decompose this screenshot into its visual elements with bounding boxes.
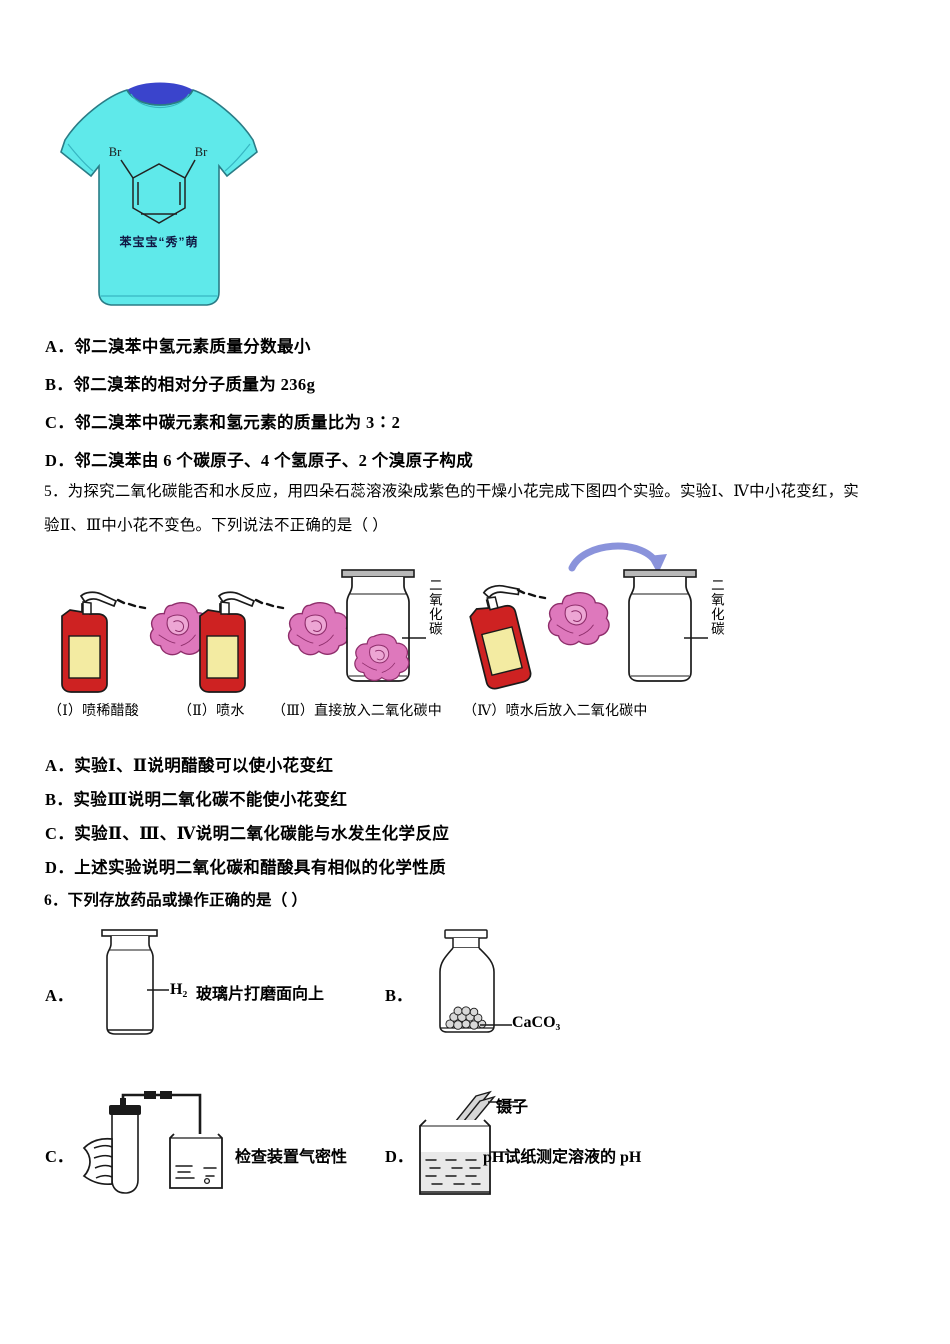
bubble [203, 1177, 211, 1185]
reagent-bottle-body [439, 947, 495, 1033]
shirt-sleeve-hem-right [224, 143, 251, 172]
transfer-arrow [568, 542, 667, 574]
q5-stem-text-2: 验Ⅱ、Ⅲ中小花不变色。下列说法不正确的是（ ） [44, 517, 388, 534]
q5-experiment-figure: 二氧化碳 [44, 540, 724, 693]
q5-caption-3: （Ⅲ）直接放入二氧化碳中 [272, 704, 442, 719]
gas-jar-4 [623, 569, 708, 682]
bottle-neck [452, 938, 480, 949]
q6-option-a-leader-label: H₂ [170, 981, 188, 998]
q5-caption-1: （Ⅰ）喷稀醋酸 [48, 704, 139, 719]
shirt-sleeve-hem-left [67, 143, 94, 172]
beaker [169, 1133, 223, 1189]
q6-option-b-figure [420, 928, 540, 1043]
flower-2 [287, 602, 350, 656]
q4-option-c-text: 邻二溴苯中碳元素和氢元素的质量比为 3∶2 [74, 413, 401, 432]
q5-stem-line2: 验Ⅱ、Ⅲ中小花不变色。下列说法不正确的是（ ） [44, 513, 388, 535]
q6-option-a-figure [85, 928, 185, 1038]
glass-plate [101, 929, 158, 937]
q4-option-b-text: 邻二溴苯的相对分子质量为 236g [73, 375, 316, 394]
spray-mist-4 [516, 588, 547, 600]
q5-option-c: C．实验Ⅱ、Ⅲ、Ⅳ说明二氧化碳能与水发生化学反应 [45, 820, 449, 844]
q6-stem: 6．下列存放药品或操作正确的是（ ） [44, 888, 307, 910]
q4-option-b-letter: B． [45, 375, 74, 394]
q6-stem-text: 下列存放药品或操作正确的是（ ） [67, 892, 308, 909]
shirt-body [60, 89, 258, 306]
shirt-slogan: 苯宝宝“秀”萌 [118, 234, 198, 249]
q4-option-d-letter: D． [45, 451, 75, 470]
q6-option-c-caption: 检查装置气密性 [235, 1149, 348, 1166]
q5-option-c-letter: C． [45, 824, 75, 843]
q6-option-c-figure [82, 1091, 242, 1197]
q6-option-d-caption: 测定溶液的 pH [536, 1149, 642, 1166]
spray-bottle-4 [463, 579, 542, 692]
q5-option-d-letter: D． [45, 858, 75, 877]
shirt-neckline [126, 89, 194, 106]
substituent-label-right: Br [195, 145, 208, 159]
q6-option-b-leader-label: CaCO₃ [512, 1014, 561, 1031]
q6-option-b-letter: B． [385, 986, 413, 1005]
q5-option-b: B．实验Ⅲ说明二氧化碳不能使小花变红 [45, 786, 347, 810]
q4-option-c-letter: C． [45, 413, 75, 432]
solution-fill [421, 1152, 489, 1193]
test-tube [111, 1114, 139, 1194]
q5-option-c-text: 实验Ⅱ、Ⅲ、Ⅳ说明二氧化碳能与水发生化学反应 [74, 824, 450, 843]
benzene-ring-print [120, 159, 196, 224]
q5-option-a-letter: A． [45, 756, 75, 775]
q5-option-d: D．上述实验说明二氧化碳和醋酸具有相似的化学性质 [45, 854, 446, 878]
gas-jar-body [106, 936, 154, 1035]
solution-lines [425, 1159, 481, 1185]
shirt-neck-inner [130, 93, 190, 108]
q5-option-d-text: 上述实验说明二氧化碳和醋酸具有相似的化学性质 [74, 858, 447, 877]
q6-number: 6． [44, 892, 68, 909]
q6-option-a-caption: 玻璃片打磨面向上 [196, 986, 325, 1003]
q4-option-a-text: 邻二溴苯中氢元素质量分数最小 [74, 337, 311, 356]
beaker-water [175, 1165, 217, 1179]
spray-bottle-1 [61, 591, 117, 693]
hand-fingers [93, 1144, 113, 1179]
gas-jar-3 [341, 569, 426, 682]
hand-holding-tube [82, 1137, 113, 1186]
q5-option-a: A．实验Ⅰ、Ⅱ说明醋酸可以使小花变红 [45, 752, 333, 776]
bottle-stopper-top [444, 929, 488, 939]
q6-option-a-letter: A． [45, 986, 74, 1005]
q6-option-d-leader-label-2: pH试纸 [483, 1149, 537, 1166]
q4-option-b: B．邻二溴苯的相对分子质量为 236g [45, 371, 315, 395]
q5-number: 5． [44, 483, 68, 500]
calcium-carbonate-granules [445, 1006, 487, 1030]
spray-mist-2 [254, 598, 285, 610]
tube-clamp-1 [144, 1091, 156, 1099]
q5-stem-text-1: 为探究二氧化碳能否和水反应，用四朵石蕊溶液染成紫色的干燥小花完成下图四个实验。实… [67, 483, 859, 500]
q6-option-d-leader-label: 镊子 [496, 1099, 529, 1116]
q4-option-a: A．邻二溴苯中氢元素质量分数最小 [45, 333, 311, 357]
q5-caption-2: （Ⅱ）喷水 [178, 704, 245, 719]
q6-option-c-letter: C． [45, 1147, 74, 1166]
q5-caption-4: （Ⅳ）喷水后放入二氧化碳中 [463, 704, 648, 719]
q4-option-c: C．邻二溴苯中碳元素和氢元素的质量比为 3∶2 [45, 409, 400, 433]
q5-option-b-text: 实验Ⅲ说明二氧化碳不能使小花变红 [73, 790, 348, 809]
q5-stem-line1: 5．为探究二氧化碳能否和水反应，用四朵石蕊溶液染成紫色的干燥小花完成下图四个实验… [44, 479, 859, 501]
jar-label-4: 二氧化碳 [708, 578, 724, 636]
q6-option-d-letter: D． [385, 1147, 414, 1166]
q6-option-d-figure [408, 1090, 578, 1200]
tube-clamp-2 [160, 1091, 172, 1099]
q5-option-b-letter: B． [45, 790, 74, 809]
q4-option-a-letter: A． [45, 337, 75, 356]
rubber-stopper [109, 1105, 141, 1115]
spray-bottle-2 [199, 591, 255, 693]
benzene-tshirt-figure: Br Br 苯宝宝“秀”萌 [55, 78, 265, 316]
q5-option-a-text: 实验Ⅰ、Ⅱ说明醋酸可以使小花变红 [74, 756, 334, 775]
jar-label-3: 二氧化碳 [426, 578, 442, 636]
substituent-label-left: Br [109, 145, 122, 159]
flower-4 [547, 592, 610, 646]
spray-mist-1 [116, 598, 147, 610]
q4-option-d-text: 邻二溴苯由 6 个碳原子、4 个氢原子、2 个溴原子构成 [74, 451, 474, 470]
q4-option-d: D．邻二溴苯由 6 个碳原子、4 个氢原子、2 个溴原子构成 [45, 447, 473, 471]
